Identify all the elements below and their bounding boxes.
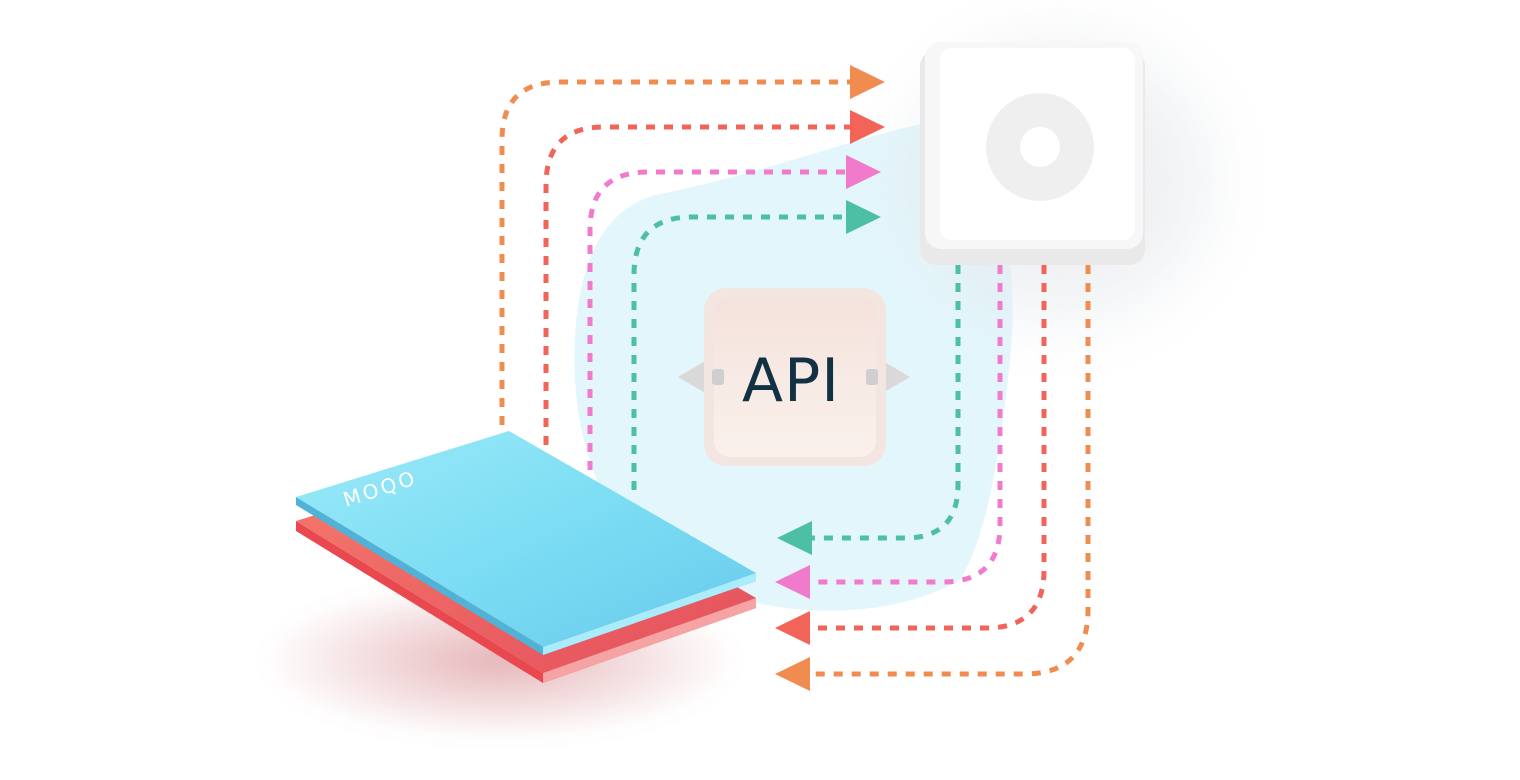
connector-pink-to-hardware-line (587, 169, 846, 470)
device-bottom-layer-right-side (543, 598, 756, 683)
device-top-layer-right-side (543, 573, 756, 655)
connector-lines (499, 65, 1091, 691)
arrow-orange-to-device-icon (775, 657, 810, 691)
connector-pink-to-device-line (810, 265, 1003, 585)
connector-teal-to-device-line (812, 265, 961, 541)
arrow-teal-to-hardware-icon (846, 200, 881, 234)
arrow-pink-to-hardware-icon (846, 155, 881, 189)
device-top-layer (296, 431, 756, 647)
connector-red-to-device-line (810, 265, 1047, 631)
connector-orange-to-hardware-line (499, 79, 850, 425)
hardware-box (910, 40, 1210, 320)
connector-teal-to-hardware-line (631, 214, 846, 490)
hardware-ring-hole (1020, 127, 1060, 167)
plug-left-icon (712, 369, 724, 385)
arrow-red-to-hardware-icon (850, 110, 885, 144)
arrow-pink-to-device-icon (775, 565, 810, 599)
connector-red-to-hardware-line (543, 124, 850, 445)
api-box: API (678, 288, 910, 466)
api-box-inner (714, 297, 876, 457)
api-label: API (742, 346, 840, 416)
plug-right-icon (866, 369, 878, 385)
arrow-teal-to-device-icon (777, 521, 812, 555)
arrow-orange-to-hardware-icon (850, 65, 885, 99)
arrow-red-to-device-icon (775, 611, 810, 645)
device: MOQO (260, 431, 756, 740)
arrow-left-icon (678, 357, 712, 397)
connector-orange-to-device-line (810, 265, 1091, 677)
